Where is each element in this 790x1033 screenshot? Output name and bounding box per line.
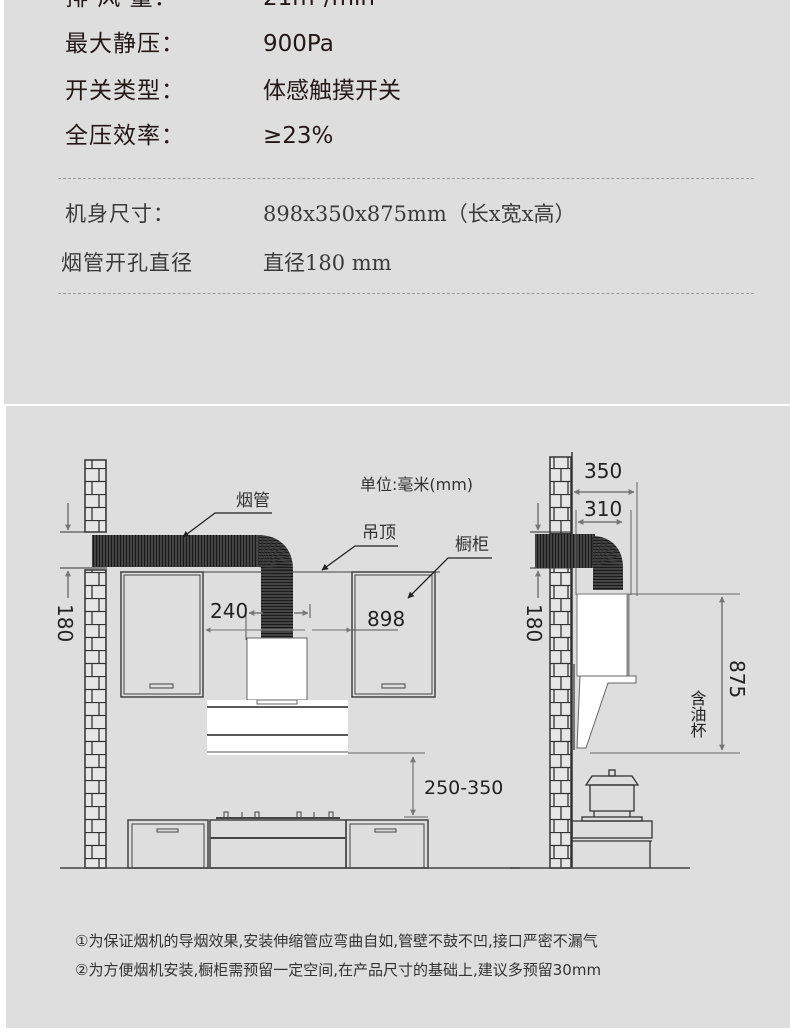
dim-label-310: 310 [584, 497, 622, 521]
pot [584, 769, 640, 817]
side-view: 180 350 310 875 含油杯 [510, 452, 749, 869]
stove-side [571, 816, 653, 868]
ceiling-label: 吊顶 [362, 523, 396, 543]
upper-cabinet-right [351, 571, 436, 698]
base-cabinets [127, 819, 429, 869]
dim-label-180: 180 [53, 604, 77, 642]
gas-stove [216, 811, 340, 819]
dim-label-898: 898 [367, 607, 405, 631]
cabinet-label: 橱柜 [455, 535, 489, 555]
spec-value: 直径180 mm [263, 251, 392, 275]
unit-label: 单位:毫米(mm) [360, 475, 473, 494]
front-view: 180 240 898 250- [53, 459, 520, 869]
wall [549, 456, 572, 869]
divider [58, 293, 754, 294]
spec-value: ≥23% [263, 123, 334, 149]
dim-label-clearance: 250-350 [424, 777, 503, 799]
hood-chimney [246, 637, 308, 701]
spec-panel: 排 风 量： 21m³/min 最大静压： 900Pa 开关类型： 体感触摸开关… [4, 0, 790, 404]
spec-value: 21m³/min [263, 0, 375, 18]
upper-cabinet-left [120, 571, 204, 698]
dim-label-350: 350 [584, 459, 622, 483]
duct-elbow [590, 536, 623, 590]
spec-label: 机身尺寸： [65, 202, 175, 226]
note-2: ②为方便烟机安装,橱柜需预留一定空间,在产品尺寸的基础上,建议多预留30mm [75, 961, 602, 979]
dim-label-875: 875 [725, 660, 749, 698]
dim-label-180-side: 180 [522, 604, 546, 642]
spec-label: 排 风 量： [65, 0, 178, 18]
hood-side [573, 593, 637, 750]
wall-upper [84, 459, 107, 533]
wall-lower [84, 569, 107, 869]
spec-value: 898x350x875mm（长x宽x高） [263, 202, 576, 226]
spec-value: 体感触摸开关 [263, 78, 401, 104]
spec-label: 最大静压： [65, 31, 185, 57]
hood-panel [207, 699, 348, 755]
spec-label: 开关类型： [65, 78, 185, 104]
divider [58, 178, 754, 179]
oil-cup-label: 含油杯 [688, 690, 707, 738]
spec-value: 900Pa [263, 31, 334, 57]
spec-label: 全压效率： [65, 123, 185, 149]
spec-label: 烟管开孔直径 [61, 251, 193, 275]
duct-horizontal [92, 535, 262, 567]
note-1: ①为保证烟机的导烟效果,安装伸缩管应弯曲自如,管壁不鼓不凹,接口严密不漏气 [75, 932, 598, 950]
dim-label-240: 240 [210, 599, 248, 623]
installation-panel [6, 406, 790, 1028]
duct-horizontal [535, 534, 595, 568]
duct-label: 烟管 [236, 491, 270, 511]
